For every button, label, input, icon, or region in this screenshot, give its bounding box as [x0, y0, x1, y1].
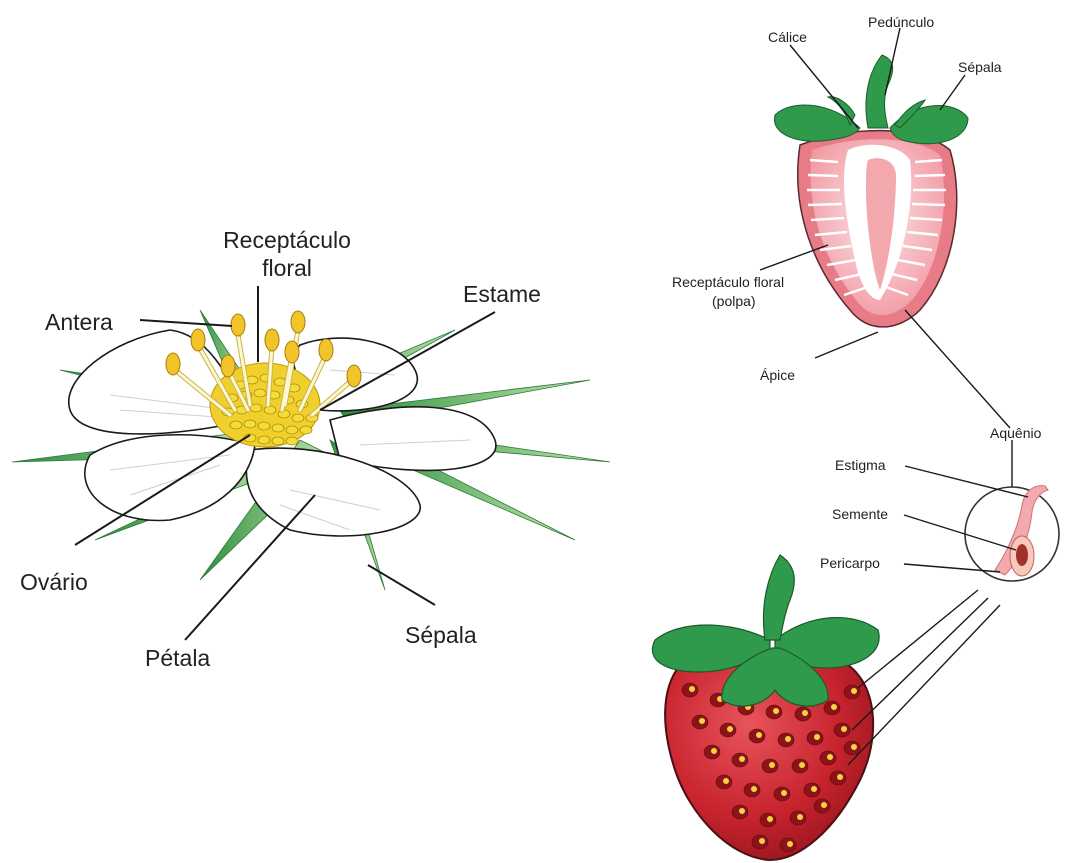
label-pedunculo: Pedúnculo	[868, 14, 934, 30]
label-petala: Pétala	[145, 645, 210, 671]
label-antera: Antera	[45, 309, 113, 335]
flower-illustration: Receptáculo floral Antera Estame Ovário …	[12, 227, 610, 671]
label-receptaculo-floral-line1: Receptáculo	[223, 227, 351, 253]
label-estame: Estame	[463, 281, 541, 307]
label-ovario: Ovário	[20, 569, 88, 595]
label-estigma: Estigma	[835, 457, 886, 473]
label-receptaculo-polpa-line2: (polpa)	[712, 293, 756, 309]
label-pericarpo: Pericarpo	[820, 555, 880, 571]
whole-strawberry	[652, 555, 1000, 860]
label-sepala-fruit: Sépala	[958, 59, 1002, 75]
strawberry-cross-section: Cálice Pedúnculo Sépala Receptáculo flor…	[672, 14, 1010, 428]
label-sepala-flower: Sépala	[405, 622, 477, 648]
label-calice: Cálice	[768, 29, 807, 45]
label-aquenio: Aquênio	[990, 425, 1042, 441]
achene-detail: Aquênio Estigma Semente Pericarpo	[820, 425, 1059, 581]
label-semente: Semente	[832, 506, 888, 522]
label-receptaculo-floral-line2: floral	[262, 255, 312, 281]
label-apice: Ápice	[760, 367, 795, 383]
label-receptaculo-polpa-line1: Receptáculo floral	[672, 274, 784, 290]
